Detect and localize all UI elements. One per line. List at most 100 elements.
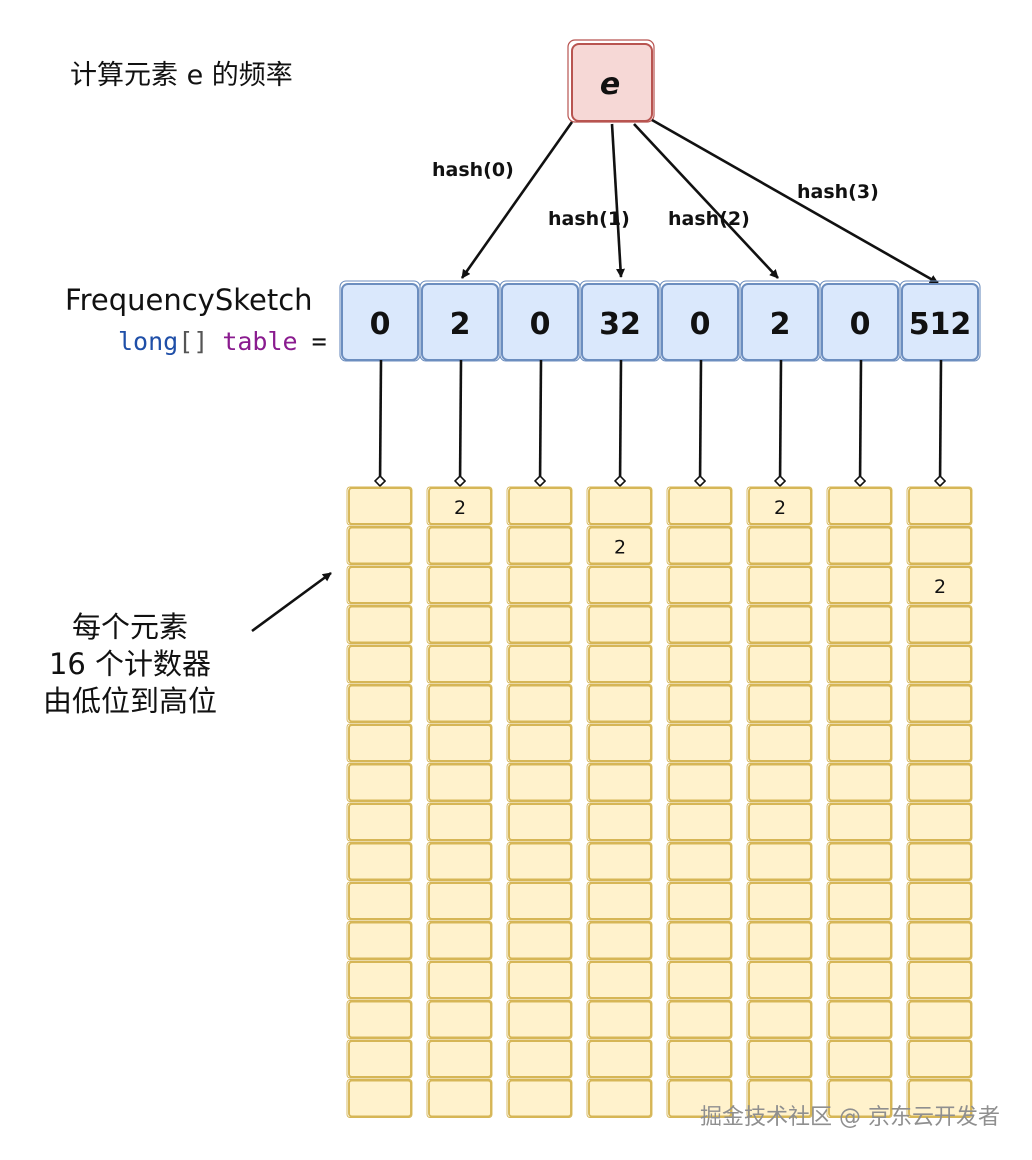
counter-slot (508, 566, 572, 604)
counter-slot-outline (506, 960, 573, 1000)
counter-slot (668, 803, 732, 841)
counter-slot-outline (426, 644, 493, 684)
table-connectors (380, 359, 941, 486)
counter-column-4 (666, 486, 733, 1118)
counter-slot-outline (906, 684, 973, 723)
counter-slot-outline (746, 644, 813, 684)
counter-slot (748, 724, 812, 762)
counter-slot (828, 1000, 892, 1039)
counter-slot (908, 921, 972, 960)
counter-slot (348, 763, 412, 802)
element-e-box-outline (567, 39, 655, 123)
counter-slot-outline (586, 960, 653, 1000)
table-value: 0 (850, 307, 871, 342)
counter-slot-outline (506, 1039, 573, 1079)
counter-slot-outline (346, 644, 413, 684)
counter-slot-outline (906, 605, 973, 644)
counter-slot-outline (906, 1079, 973, 1118)
counter-slot-outline (426, 842, 493, 881)
counter-slot-outline (586, 565, 653, 605)
counter-slot-outline (746, 565, 813, 605)
counter-slot-outline (506, 644, 573, 684)
hash-label-1: hash(1) (548, 208, 630, 230)
counter-slot-outline (746, 802, 813, 842)
counter-slot (508, 526, 572, 565)
hash-label-0: hash(0) (432, 159, 514, 181)
code-variable: table (222, 327, 297, 356)
counter-slot-outline (346, 1000, 413, 1039)
counter-slot-outline (346, 1039, 413, 1079)
hash-arrows (460, 118, 939, 285)
counter-slot (508, 842, 572, 881)
counter-slot-outline (426, 1000, 493, 1039)
counter-slot (908, 487, 972, 525)
counter-slot (828, 763, 892, 802)
connector-5 (780, 359, 781, 486)
counter-slot-outline (666, 644, 733, 684)
counter-slot (428, 882, 492, 920)
counter-slot-outline (826, 526, 893, 565)
counter-slot-outline (346, 723, 413, 763)
connector-7 (940, 359, 941, 486)
counter-slot (748, 1079, 812, 1118)
counter-slot (508, 605, 572, 644)
counter-slot (348, 842, 412, 881)
counter-slot-outline (426, 723, 493, 763)
counter-slot (348, 724, 412, 762)
counter-slot-outline (346, 565, 413, 605)
counter-slot-outline (746, 1000, 813, 1039)
counter-slot-outline (826, 565, 893, 605)
counter-slot-outline (346, 684, 413, 723)
sketch-name: FrequencySketch (65, 283, 313, 317)
counter-slot-outline (666, 763, 733, 802)
note-line-2: 16 个计数器 (49, 647, 211, 681)
counter-slot (908, 566, 972, 604)
counter-slot (748, 882, 812, 920)
hash-arrow-3 (651, 118, 939, 285)
hash-arrow-0 (460, 121, 574, 279)
counter-slot-outline (426, 802, 493, 842)
counter-column-1: 2 (426, 486, 493, 1118)
counter-slot (908, 803, 972, 841)
counter-slot (588, 684, 652, 723)
counter-slot (588, 724, 652, 762)
counter-slot-outline (666, 842, 733, 881)
counter-slot (588, 487, 652, 525)
counter-slot (748, 921, 812, 960)
counter-slot-outline (826, 486, 893, 526)
counter-slot (828, 842, 892, 881)
counter-slot-outline (906, 486, 973, 526)
counter-slot (828, 724, 892, 762)
connector-3 (620, 359, 621, 486)
counter-slot-outline (906, 960, 973, 1000)
counter-slot (508, 1000, 572, 1039)
counter-slot (428, 566, 492, 604)
counter-slot (428, 605, 492, 644)
counter-slot-outline (666, 1039, 733, 1079)
counter-slot-outline (586, 763, 653, 802)
counter-slot (828, 803, 892, 841)
table-cell-4: 0 (659, 280, 741, 362)
counter-slot (508, 724, 572, 762)
counter-slot-outline (426, 565, 493, 605)
counter-slot (748, 842, 812, 881)
counter-slot-outline (666, 1079, 733, 1118)
counter-slot (828, 605, 892, 644)
counter-slot-outline (666, 526, 733, 565)
counter-slot-outline (586, 526, 653, 565)
counter-slot-outline (586, 921, 653, 960)
counter-slot (668, 526, 732, 565)
counter-slot (908, 1000, 972, 1039)
counter-slot-outline (426, 881, 493, 921)
counter-slot (508, 763, 572, 802)
counter-slot (428, 921, 492, 960)
counter-slot (428, 1079, 492, 1118)
note-line-1: 每个元素 (72, 610, 188, 644)
counter-slot-outline (506, 723, 573, 763)
counter-slot (588, 803, 652, 841)
counter-slot-outline (586, 684, 653, 723)
counter-slot-outline (506, 1079, 573, 1118)
counter-slot-outline (586, 1079, 653, 1118)
counter-slot-outline (346, 526, 413, 565)
